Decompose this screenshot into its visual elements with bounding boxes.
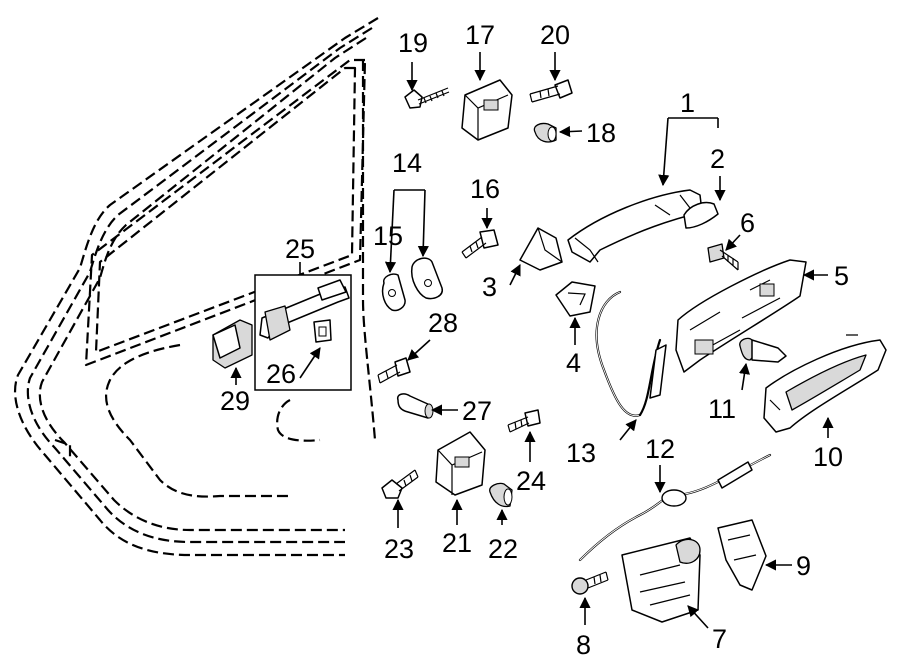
callout-8: 8 [576, 630, 591, 660]
inside-handle [763, 334, 887, 433]
cables [578, 290, 772, 562]
callout-17: 17 [465, 20, 495, 50]
callout-1: 1 [680, 88, 695, 118]
hinge-pads [381, 257, 443, 312]
callout-27: 27 [462, 396, 492, 426]
callout-2: 2 [710, 144, 725, 174]
callout-5: 5 [834, 261, 849, 291]
callout-9: 9 [796, 551, 811, 581]
callout-12: 12 [645, 434, 675, 464]
outside-handle [567, 189, 719, 263]
callout-15: 15 [373, 221, 403, 251]
callout-10: 10 [813, 442, 843, 472]
hinges [435, 79, 513, 496]
callout-13: 13 [566, 438, 596, 468]
callout-14: 14 [392, 148, 422, 178]
callout-23: 23 [384, 534, 414, 564]
callout-25: 25 [285, 234, 315, 264]
callout-24: 24 [516, 466, 546, 496]
leader-lines [230, 52, 834, 629]
callout-11: 11 [708, 394, 736, 424]
handle-bracket [675, 259, 807, 373]
fasteners [377, 79, 787, 595]
callout-19: 19 [398, 28, 428, 58]
callout-labels: 1 2 3 4 5 6 7 8 9 10 11 12 13 14 15 16 1… [220, 20, 849, 660]
callout-22: 22 [488, 534, 518, 564]
callout-29: 29 [220, 386, 250, 416]
callout-21: 21 [442, 528, 472, 558]
callout-28: 28 [428, 308, 458, 338]
latch-assembly [621, 519, 767, 623]
callout-18: 18 [586, 118, 616, 148]
callout-16: 16 [470, 174, 500, 204]
door-outline [14, 17, 379, 557]
door-check-group [212, 274, 352, 391]
callout-4: 4 [566, 348, 581, 378]
bezel-parts [519, 227, 596, 317]
callout-20: 20 [540, 20, 570, 50]
callout-7: 7 [712, 624, 727, 654]
callout-3: 3 [482, 272, 497, 302]
callout-6: 6 [740, 208, 755, 238]
callout-26: 26 [266, 359, 296, 389]
